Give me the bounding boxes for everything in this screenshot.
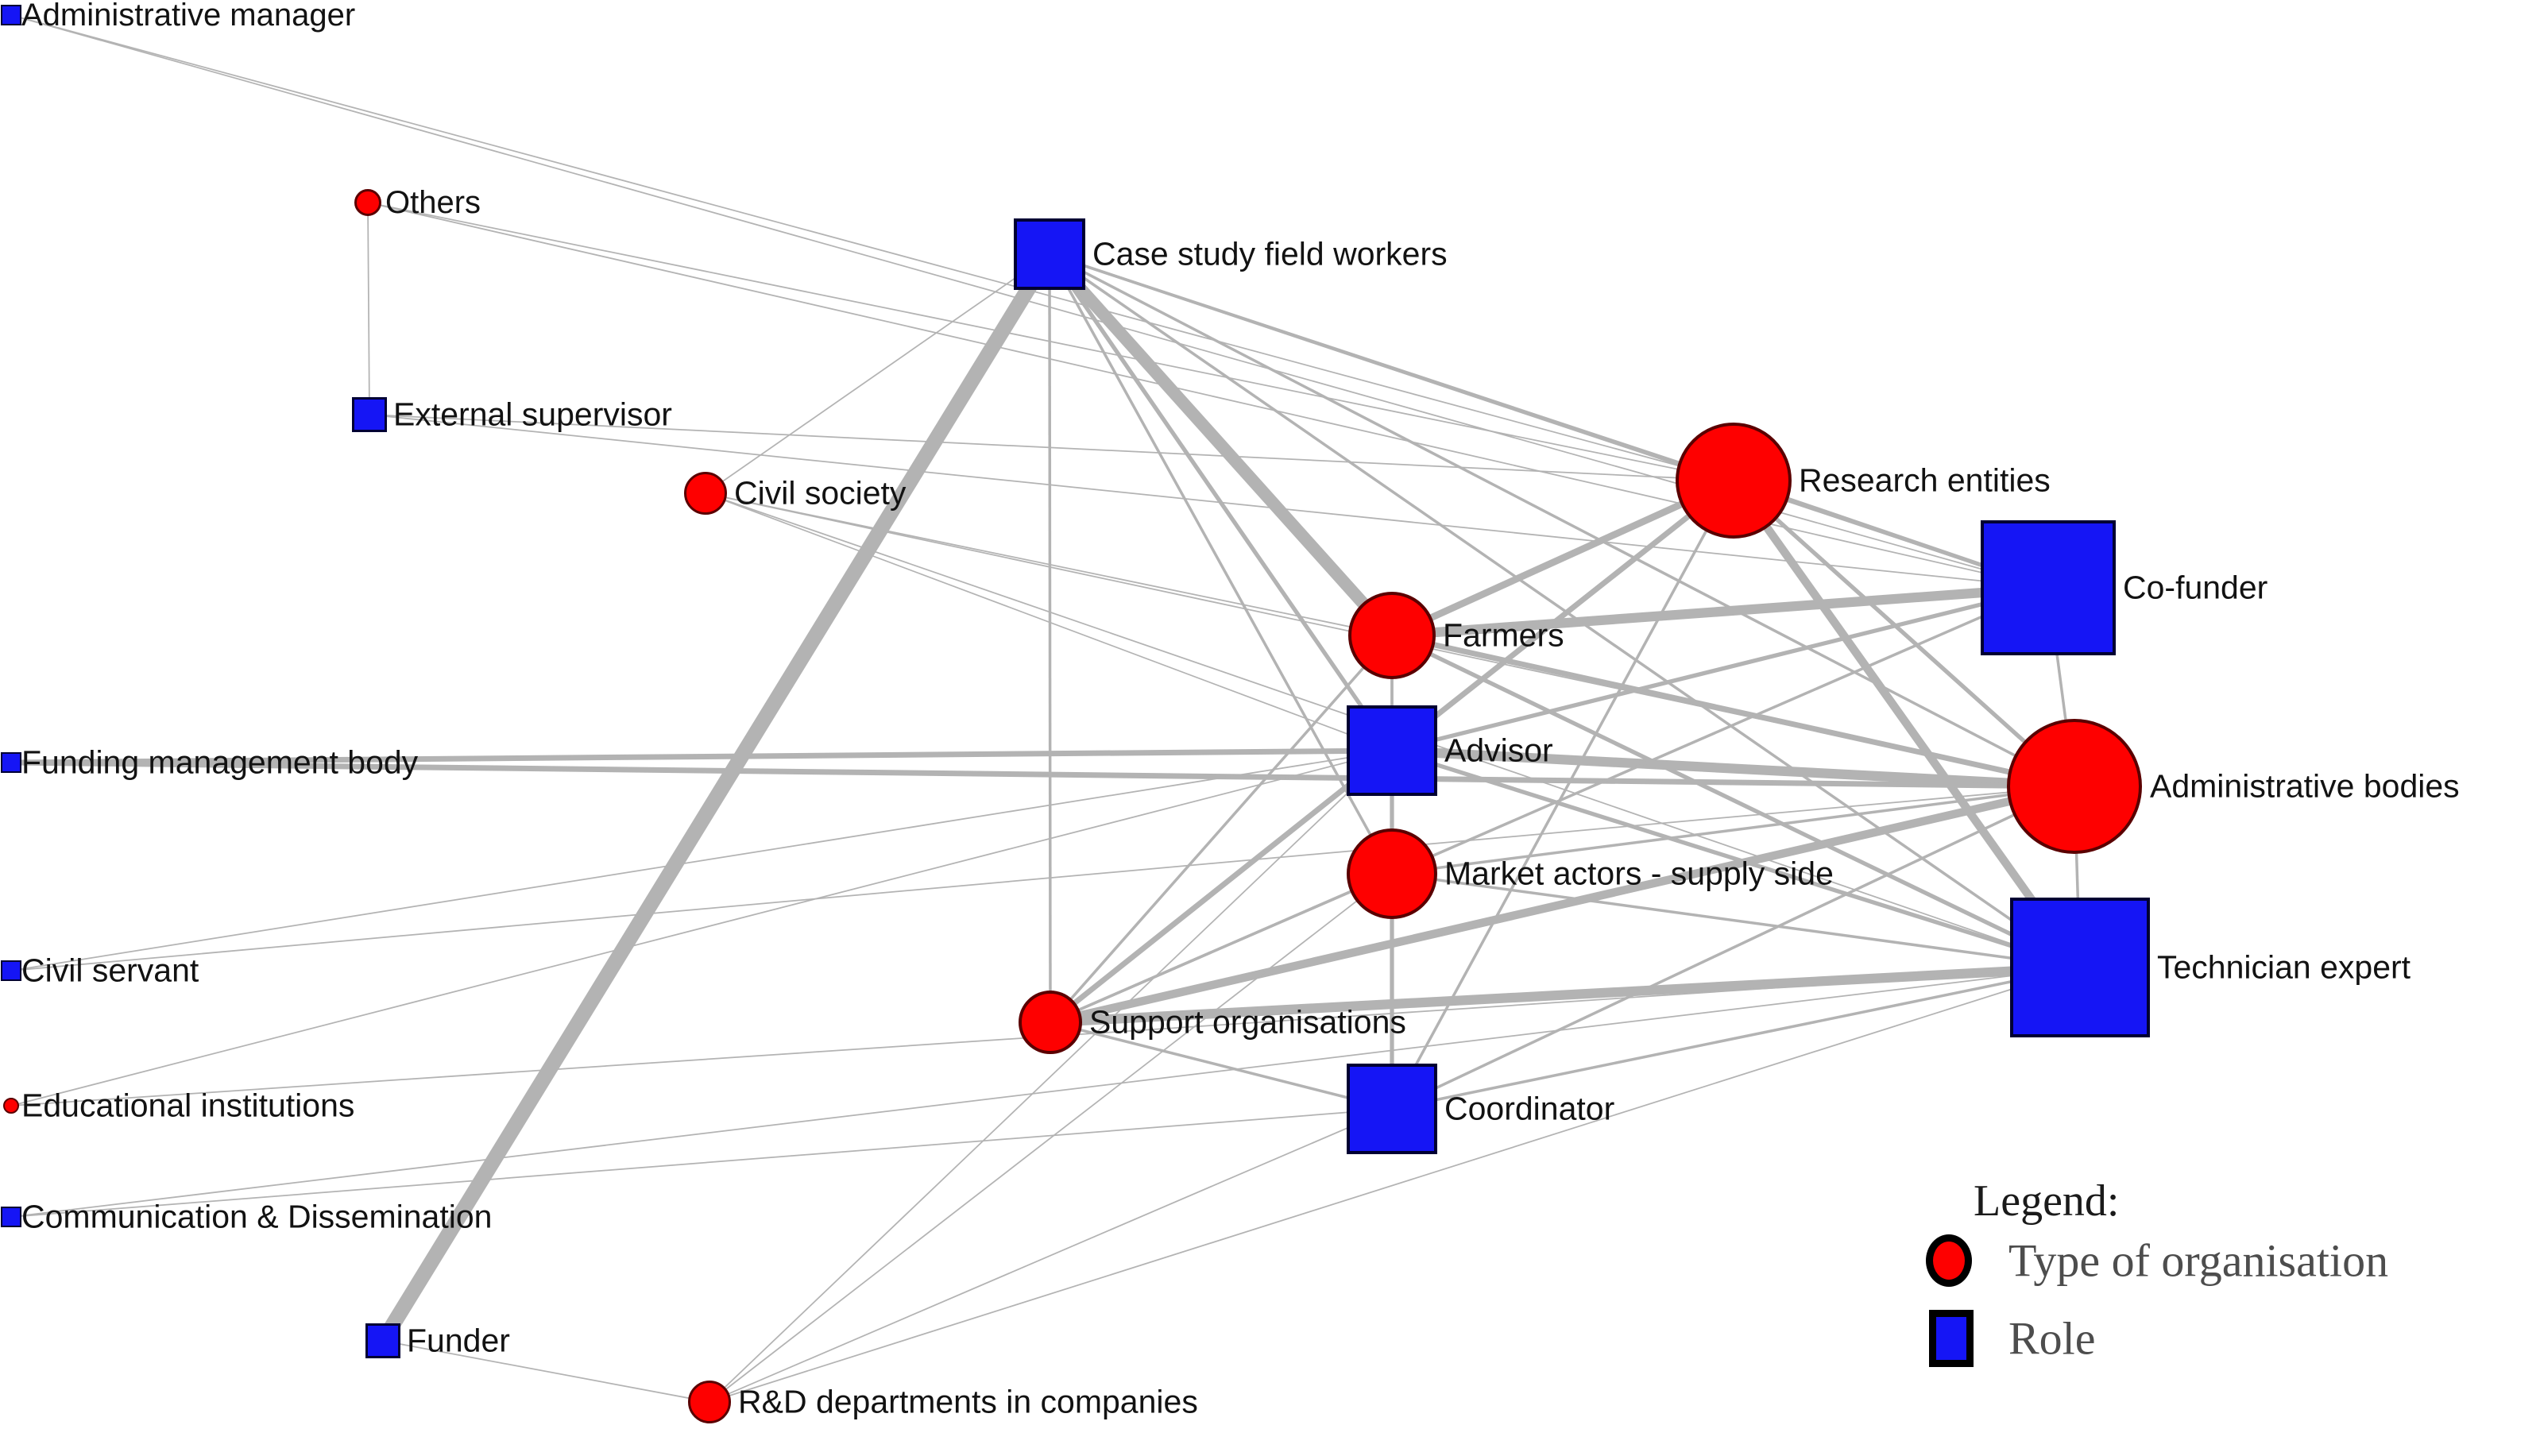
node-label-case-study-field-workers: Case study field workers bbox=[1092, 235, 1448, 272]
node-technician-expert[interactable] bbox=[2010, 898, 2150, 1037]
network-edge bbox=[1391, 745, 2075, 792]
network-edge bbox=[1391, 966, 2081, 1110]
node-co-funder[interactable] bbox=[1981, 520, 2116, 655]
node-label-external-supervisor: External supervisor bbox=[393, 396, 672, 433]
legend-circle-icon bbox=[1926, 1234, 1972, 1287]
network-edge bbox=[369, 414, 2049, 589]
network-edge bbox=[10, 750, 1393, 1106]
network-edge bbox=[1391, 585, 2049, 753]
network-edge bbox=[367, 202, 370, 415]
node-administrative-manager[interactable] bbox=[1, 5, 21, 25]
node-farmers[interactable] bbox=[1348, 592, 1436, 679]
network-edge bbox=[1391, 872, 2081, 969]
network-edge bbox=[10, 14, 1734, 481]
node-label-co-funder: Co-funder bbox=[2123, 569, 2268, 606]
node-administrative-bodies[interactable] bbox=[2007, 719, 2142, 854]
node-label-technician-expert: Technician expert bbox=[2157, 948, 2411, 986]
node-funder[interactable] bbox=[365, 1323, 400, 1358]
network-edge bbox=[709, 1108, 1393, 1403]
legend-label-organisation: Type of organisation bbox=[2008, 1234, 2389, 1287]
network-edge bbox=[1045, 249, 1397, 640]
network-edge bbox=[1047, 253, 1394, 752]
network-edge bbox=[709, 750, 1393, 1403]
node-market-actors-supply-side[interactable] bbox=[1347, 828, 1437, 919]
network-edge bbox=[1390, 477, 1735, 639]
node-external-supervisor[interactable] bbox=[352, 397, 387, 432]
network-edge bbox=[1049, 253, 2075, 788]
node-label-administrative-bodies: Administrative bodies bbox=[2150, 767, 2460, 805]
node-civil-society[interactable] bbox=[684, 472, 727, 515]
legend-title: Legend: bbox=[1974, 1176, 2120, 1226]
network-edge bbox=[709, 967, 2081, 1403]
node-label-others: Others bbox=[385, 185, 481, 220]
network-edge bbox=[705, 253, 1050, 494]
node-label-advisor: Advisor bbox=[1444, 732, 1553, 769]
node-label-market-actors-supply-side: Market actors - supply side bbox=[1444, 855, 1834, 892]
network-edge bbox=[10, 786, 2075, 971]
network-edge bbox=[709, 873, 1393, 1403]
network-edge bbox=[1049, 634, 1394, 1024]
network-edge bbox=[10, 1108, 1393, 1218]
node-research-entities[interactable] bbox=[1676, 423, 1792, 539]
node-label-coordinator: Coordinator bbox=[1444, 1090, 1615, 1127]
network-edge bbox=[1391, 785, 2075, 875]
network-edge bbox=[369, 414, 1734, 481]
network-edge bbox=[10, 967, 2081, 1218]
node-label-funder: Funder bbox=[407, 1322, 510, 1359]
network-edge bbox=[1730, 477, 2084, 971]
network-edge bbox=[382, 1340, 710, 1403]
node-label-civil-servant: Civil servant bbox=[21, 952, 199, 989]
node-support-organisations[interactable] bbox=[1019, 991, 1082, 1054]
network-edge bbox=[1391, 748, 2081, 970]
node-civil-servant[interactable] bbox=[1, 960, 21, 981]
node-label-educational-institutions: Educational institutions bbox=[21, 1087, 355, 1124]
node-label-communication-dissemination: Communication & Dissemination bbox=[21, 1198, 493, 1235]
network-edge bbox=[1390, 480, 1735, 1110]
network-edge bbox=[1050, 1021, 1393, 1110]
network-edge bbox=[1391, 632, 2075, 790]
network-edge bbox=[1050, 586, 2049, 1024]
network-edge bbox=[10, 747, 1393, 766]
node-others[interactable] bbox=[354, 189, 381, 216]
node-communication-dissemination[interactable] bbox=[1, 1207, 21, 1227]
legend: Legend: Type of organisation Role bbox=[1926, 1176, 2498, 1438]
node-label-farmers: Farmers bbox=[1443, 616, 1564, 654]
network-edge bbox=[1048, 748, 1394, 1025]
legend-square-icon bbox=[1929, 1310, 1974, 1367]
network-edge bbox=[10, 759, 2075, 790]
node-rd-departments-in-companies[interactable] bbox=[688, 1381, 731, 1423]
network-edge bbox=[1391, 582, 2049, 641]
node-label-civil-society: Civil society bbox=[734, 474, 907, 512]
network-edge bbox=[1391, 785, 2075, 1110]
node-label-support-organisations: Support organisations bbox=[1089, 1003, 1406, 1041]
network-edge bbox=[1050, 962, 2081, 1028]
network-edge bbox=[10, 750, 1393, 971]
network-edge bbox=[1049, 782, 2076, 1027]
node-case-study-field-workers[interactable] bbox=[1014, 218, 1085, 290]
legend-row-role: Role bbox=[1926, 1310, 2482, 1367]
node-educational-institutions[interactable] bbox=[3, 1098, 19, 1114]
node-coordinator[interactable] bbox=[1347, 1064, 1437, 1154]
node-funding-management-body[interactable] bbox=[1, 752, 21, 773]
node-label-funding-management-body: Funding management body bbox=[21, 743, 419, 781]
node-advisor[interactable] bbox=[1347, 705, 1437, 796]
network-edge bbox=[1732, 479, 2076, 788]
legend-row-organisation: Type of organisation bbox=[1926, 1233, 2482, 1288]
network-edge bbox=[376, 249, 1057, 1346]
network-edge bbox=[1048, 253, 1394, 875]
node-label-administrative-manager: Administrative manager bbox=[21, 0, 356, 33]
node-label-rd-departments-in-companies: R&D departments in companies bbox=[738, 1383, 1198, 1420]
network-edge bbox=[1390, 633, 2082, 970]
node-label-research-entities: Research entities bbox=[1799, 462, 2051, 499]
legend-label-role: Role bbox=[2008, 1312, 2096, 1365]
